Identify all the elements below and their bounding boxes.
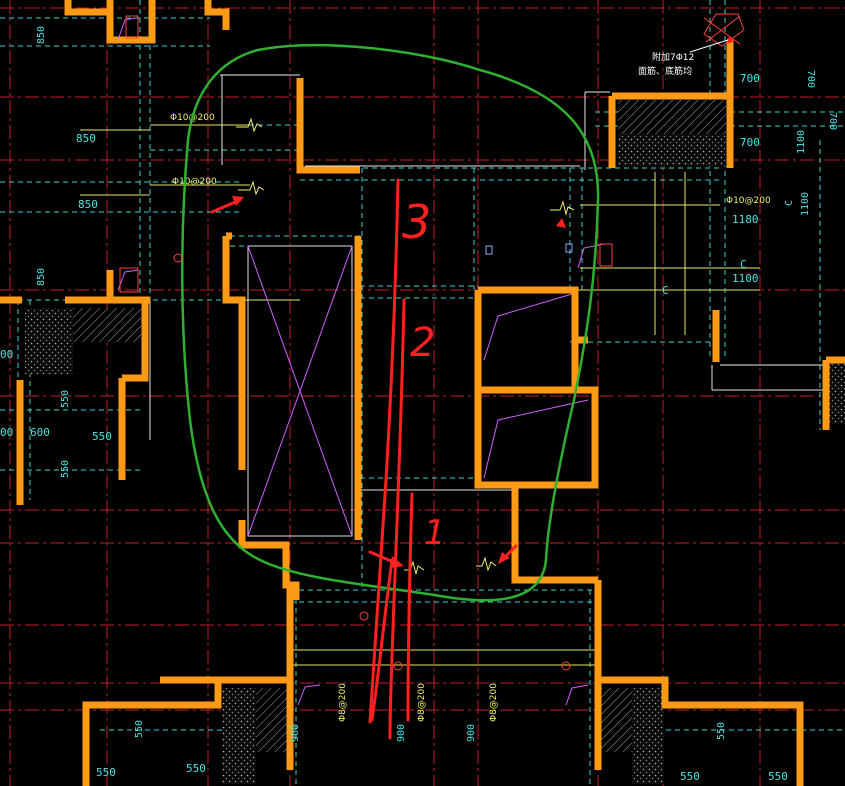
dim-700-c: 700 — [805, 70, 816, 88]
dim-700-d: 700 — [827, 112, 838, 130]
dim-c-b: C — [662, 284, 669, 297]
markup-number-2: 2 — [410, 320, 435, 366]
rebar-note-line2: 面筋、底筋均 — [638, 65, 692, 77]
dim-550-vert-b: 550 — [60, 460, 71, 478]
dim-900-a: 900 — [290, 724, 301, 742]
dim-550-bottom-c: 550 — [680, 770, 700, 783]
dim-550-v2: 550 — [716, 722, 727, 740]
rebar-label-bottom-1: Φ8@200 — [338, 683, 348, 722]
yellow-lines — [80, 124, 760, 666]
hand-numbers: 3 2 1 — [402, 195, 446, 553]
rebar-label-mid-left: Φ10@200 — [172, 177, 217, 187]
dim-1100-b: 1100 — [800, 192, 811, 216]
dim-00-a: 00 — [0, 348, 13, 361]
dim-550-bottom-d: 550 — [768, 770, 788, 783]
red-markup-lines — [210, 178, 566, 740]
markup-number-3: 3 — [402, 195, 431, 249]
section-marker-icon — [689, 13, 745, 53]
green-markup-outline — [180, 44, 600, 602]
dim-700-a: 700 — [740, 72, 760, 85]
elevator-shaft — [117, 17, 605, 706]
hatched-areas — [25, 100, 845, 784]
dim-850-vert-top: 850 — [36, 26, 47, 44]
dim-850-b: 850 — [78, 198, 98, 211]
dim-600: 600 — [30, 426, 50, 439]
small-marks — [119, 15, 613, 671]
dim-1100-c: 1100 — [732, 272, 759, 285]
dim-700-b: 700 — [740, 136, 760, 149]
dim-c-c: C — [784, 200, 795, 206]
dim-550-bottom-b: 550 — [186, 762, 206, 775]
dimensions: 850 850 600 550 00 00 700 700 1180 1100 … — [0, 72, 788, 783]
rebar-note-line1: 附加7Φ12 — [652, 51, 694, 63]
dim-900-c: 900 — [466, 724, 477, 742]
dim-1100-a: 1100 — [796, 130, 807, 154]
rebar-label-bottom-3: Φ8@200 — [489, 683, 499, 722]
rebar-label-bottom-2: Φ8@200 — [417, 683, 427, 722]
dimensions-vertical: 850 850 550 550 700 700 1100 1100 C 550 … — [36, 26, 838, 742]
dim-850-a: 850 — [76, 132, 96, 145]
markup-number-1: 1 — [424, 513, 446, 553]
dim-550-bottom-a: 550 — [96, 766, 116, 779]
rebar-label-right: Φ10@200 — [726, 196, 771, 206]
dim-550-v1: 550 — [134, 720, 145, 738]
break-symbols — [236, 117, 575, 575]
dim-900-b: 900 — [396, 724, 407, 742]
dim-850-vert-mid: 850 — [36, 268, 47, 286]
dim-c-a: C — [740, 258, 747, 271]
dim-1180: 1180 — [732, 213, 759, 226]
dim-00-b: 00 — [0, 426, 13, 439]
dim-550-vert: 550 — [60, 390, 71, 408]
dim-550-left: 550 — [92, 430, 112, 443]
